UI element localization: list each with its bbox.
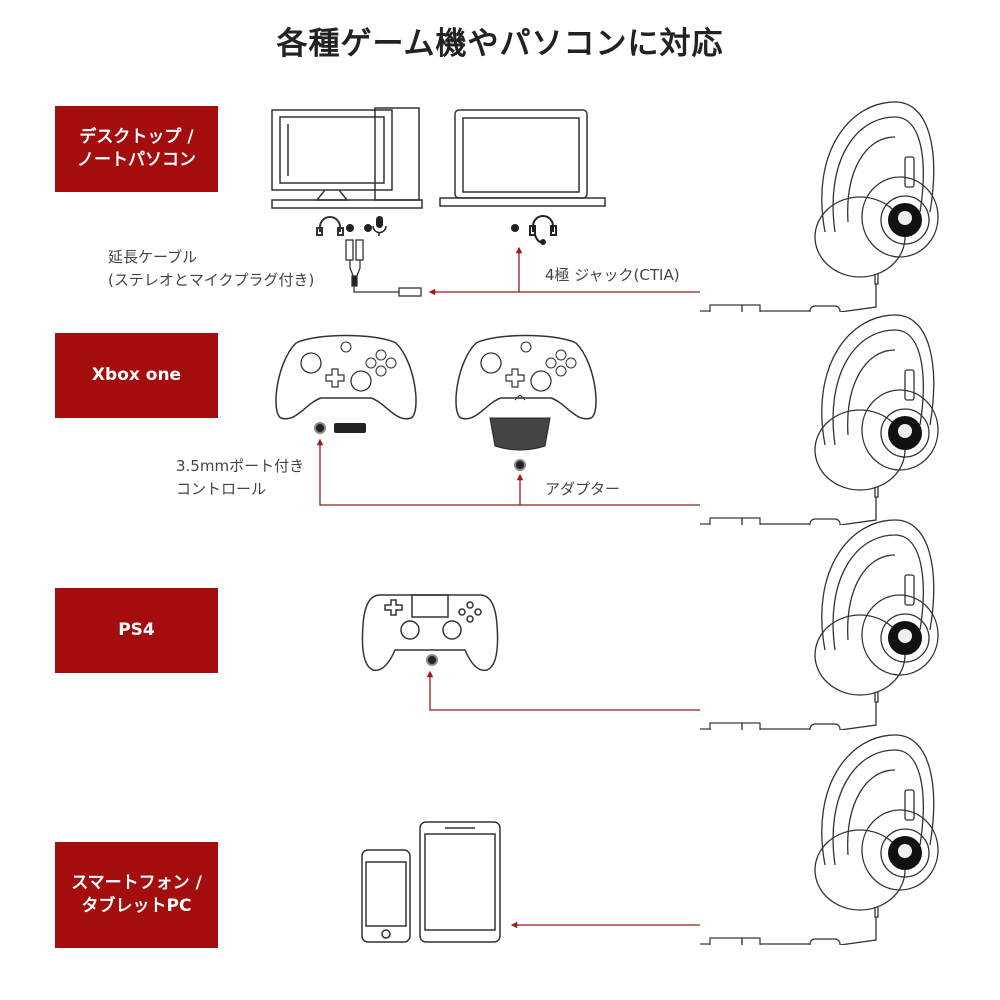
label-line: タブレットPC [81, 896, 192, 916]
laptop-icon [439, 109, 606, 207]
label-line: スマートフォン / [71, 873, 202, 894]
label-line: コントロール [176, 479, 267, 498]
tablet-icon [419, 821, 501, 943]
connection-line [426, 670, 700, 711]
connection-line [316, 438, 700, 506]
xbox-controller-icon [275, 334, 417, 420]
headset-illustration [700, 734, 939, 945]
section-label-mobile: スマートフォン /タブレットPC [55, 842, 218, 948]
xbox-controller-adapter-icon [455, 334, 597, 420]
label-line: ノートパソコン [77, 150, 196, 170]
audio-port-icon [346, 224, 354, 232]
controller-jack-icon [314, 422, 326, 434]
headset-illustration [700, 314, 939, 525]
connection-line [428, 246, 700, 296]
section-label-desktop-laptop: デスクトップ /ノートパソコン [55, 106, 218, 192]
ps4-jack-icon [426, 654, 438, 666]
label-line: Xbox one [91, 365, 182, 386]
ps4-controller-icon [361, 594, 499, 672]
microphone-icon [372, 216, 387, 236]
label-line: デスクトップ / [79, 127, 194, 148]
chevron-up-icon [514, 394, 526, 401]
page-title: 各種ゲーム機やパソコンに対応 [276, 26, 724, 62]
adapter-label: アダプター [545, 480, 621, 498]
smartphone-icon [361, 849, 411, 943]
label-line: 3.5mmポート付き [176, 457, 305, 475]
port-controller-label: 3.5mmポート付き コントロール [176, 455, 304, 500]
extension-cable-label: 延長ケーブル (ステレオとマイクプラグ付き) [108, 246, 314, 291]
headset-illustration [700, 519, 939, 730]
laptop-jack-icon [511, 224, 519, 232]
splitter-cable-icon [345, 239, 422, 297]
section-label-ps4: PS4 [55, 588, 218, 673]
adapter-jack-icon [514, 459, 526, 471]
label-line: (ステレオとマイクプラグ付き) [108, 270, 315, 289]
expansion-port-icon [334, 423, 366, 433]
label-line: PS4 [118, 620, 155, 641]
mic-port-icon [364, 224, 372, 232]
four-pole-jack-label: 4極 ジャック(CTIA) [545, 266, 680, 284]
desktop-pc-icon [271, 107, 423, 209]
section-label-xbox: Xbox one [55, 333, 218, 418]
headphone-jack-icon [316, 216, 344, 236]
label-line: 延長ケーブル [108, 248, 198, 266]
headset-mic-icon [529, 215, 557, 245]
stereo-adapter-icon [489, 417, 551, 451]
headset-illustration [700, 101, 939, 312]
